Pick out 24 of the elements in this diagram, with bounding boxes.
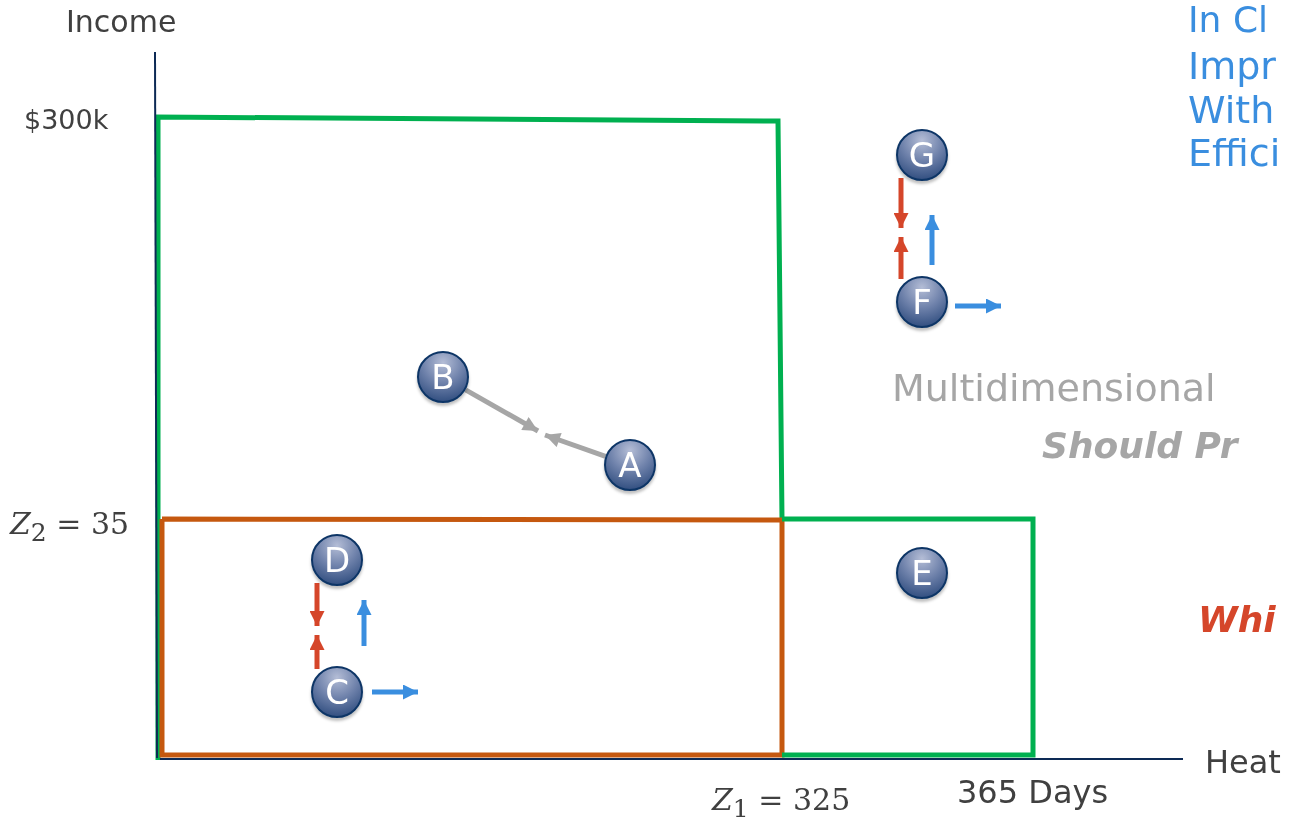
slide-text: Should Pr bbox=[1042, 426, 1238, 466]
tick-label: Z$_{1}$ = 325 bbox=[712, 783, 851, 822]
letter-circle: E bbox=[896, 547, 948, 599]
letter-circle: D bbox=[311, 534, 363, 586]
tick-label: $300k bbox=[24, 105, 109, 135]
arrow bbox=[464, 387, 540, 434]
letter-circle: C bbox=[311, 666, 363, 718]
arrow bbox=[309, 635, 325, 669]
tick-label: 365 Days bbox=[957, 775, 1109, 811]
slide-text: In Cl bbox=[1188, 0, 1268, 40]
slide-text: Whi bbox=[1198, 600, 1276, 640]
letter-circle: G bbox=[896, 129, 948, 181]
letter-circle: F bbox=[896, 276, 948, 328]
arrow bbox=[893, 178, 909, 228]
axis-label: Income bbox=[66, 5, 177, 38]
tick-label: Z$_{2}$ = 35 bbox=[10, 507, 130, 547]
arrow bbox=[309, 583, 325, 626]
arrow bbox=[544, 432, 607, 459]
letter-circle: B bbox=[417, 351, 469, 403]
slide-text: Impr With Effici bbox=[1188, 45, 1282, 177]
slide-text: Multidimensional bbox=[892, 368, 1216, 410]
arrow bbox=[893, 237, 909, 279]
letter-circle: A bbox=[604, 439, 656, 491]
axis-label: Heat bbox=[1205, 745, 1281, 781]
